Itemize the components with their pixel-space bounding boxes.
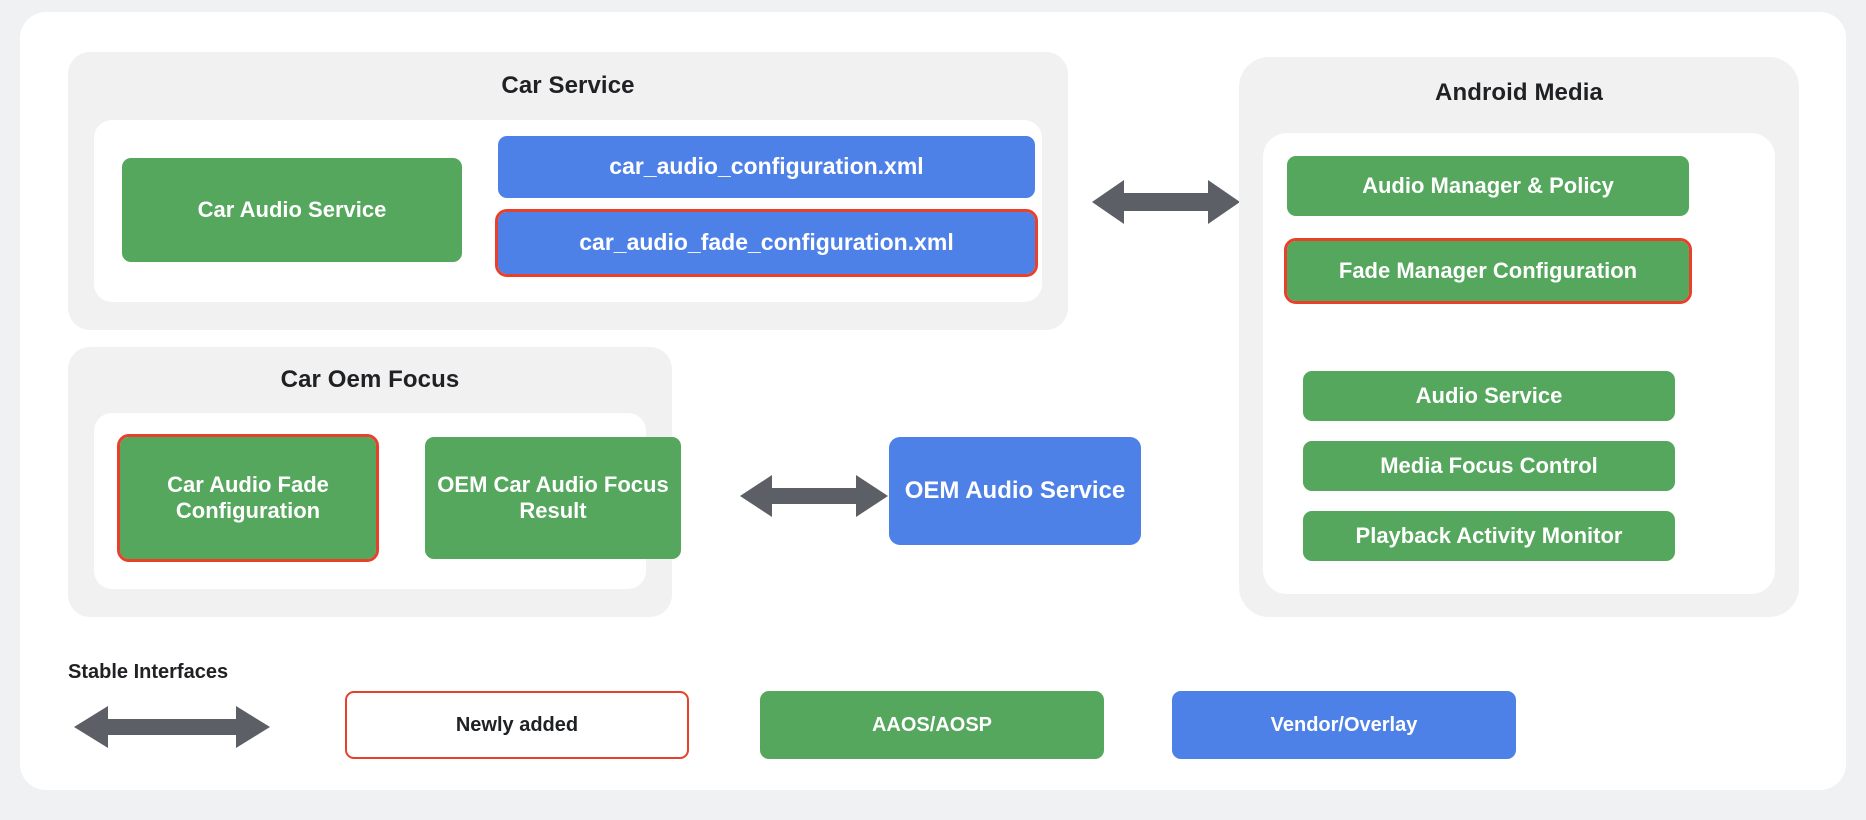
box-car-audio-fade-configuration-xml[interactable]: car_audio_fade_configuration.xml [495, 209, 1038, 277]
box-car-audio-service[interactable]: Car Audio Service [122, 158, 462, 262]
legend-stable-interfaces-arrow-icon [72, 702, 272, 752]
group-car-service-title: Car Service [501, 72, 635, 99]
legend-item-vendor-overlay[interactable]: Vendor/Overlay [1172, 691, 1516, 759]
legend-stable-interfaces-label: Stable Interfaces [68, 661, 229, 683]
group-car-oem-focus-title: Car Oem Focus [280, 366, 460, 393]
legend-item-newly-added[interactable]: Newly added [345, 691, 689, 759]
box-oem-car-audio-focus-result[interactable]: OEM Car Audio Focus Result [425, 437, 681, 559]
box-media-focus-control[interactable]: Media Focus Control [1303, 441, 1675, 491]
box-car-audio-fade-configuration[interactable]: Car Audio Fade Configuration [117, 434, 379, 562]
car-service-inner-panel: Car Audio Service car_audio_configuratio… [94, 120, 1042, 302]
box-playback-activity-monitor[interactable]: Playback Activity Monitor [1303, 511, 1675, 561]
arrow-car-service-to-android-media [1090, 175, 1242, 229]
legend-item-aaos-aosp[interactable]: AAOS/AOSP [760, 691, 1104, 759]
group-car-oem-focus: Car Oem Focus Car Audio Fade Configurati… [68, 347, 681, 617]
diagram-card: Car Service Car Audio Service car_audio_… [20, 12, 1846, 790]
group-car-service: Car Service Car Audio Service car_audio_… [68, 52, 1068, 330]
box-audio-manager-and-policy[interactable]: Audio Manager & Policy [1287, 156, 1689, 216]
group-android-media-title: Android Media [1435, 79, 1603, 106]
arrow-car-oem-focus-to-oem-audio-service [738, 470, 890, 522]
car-oem-focus-inner-panel: Car Audio Fade Configuration OEM Car Aud… [94, 413, 681, 589]
android-media-inner-panel: Audio Manager & Policy Fade Manager Conf… [1263, 133, 1775, 594]
box-fade-manager-configuration[interactable]: Fade Manager Configuration [1284, 238, 1692, 304]
box-car-audio-configuration-xml[interactable]: car_audio_configuration.xml [498, 136, 1035, 198]
box-audio-service[interactable]: Audio Service [1303, 371, 1675, 421]
group-android-media: Android Media Audio Manager & Policy Fad… [1239, 57, 1799, 617]
box-oem-audio-service[interactable]: OEM Audio Service [889, 437, 1141, 545]
